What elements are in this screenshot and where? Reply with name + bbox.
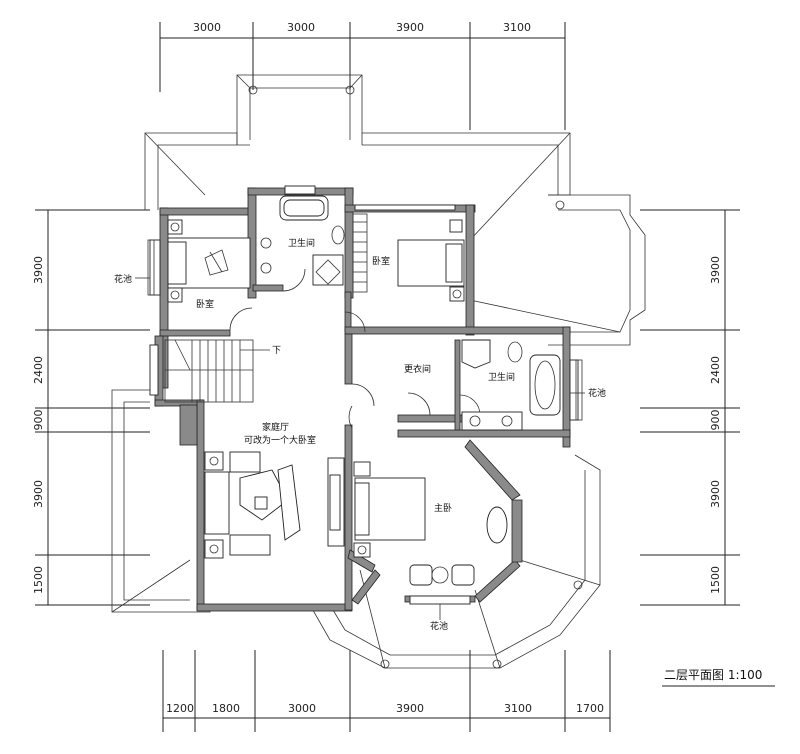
dim-bottom-1: 1200: [166, 702, 194, 715]
dim-left-2: 2400: [32, 356, 45, 384]
bottom-dimension-chain: 1200 1800 3000 3900 3100 1700: [162, 650, 611, 732]
dim-left-5: 1500: [32, 566, 45, 594]
windows: [149, 185, 579, 605]
label-family-hall: 家庭厅: [262, 421, 289, 433]
label-planter-left: 花池: [114, 273, 132, 285]
dim-top-4: 3100: [503, 21, 531, 34]
label-bath-right: 卫生间: [488, 371, 515, 383]
dim-right-3: 900: [709, 410, 722, 431]
dim-bottom-4: 3900: [396, 702, 424, 715]
dim-right-4: 3900: [709, 480, 722, 508]
label-family-hall-note: 可改为一个大卧室: [244, 434, 316, 446]
top-bath-fixtures: [260, 195, 345, 286]
dim-right-5: 1500: [709, 566, 722, 594]
dim-top-1: 3000: [193, 21, 221, 34]
walls: [154, 187, 571, 612]
left-dimension-chain: 3900 2400 900 3900 1500: [32, 209, 150, 606]
right-bedroom-furniture: [352, 213, 465, 302]
label-bedroom-left: 卧室: [196, 298, 214, 310]
drawing-title: 二层平面图 1:100: [664, 668, 762, 682]
right-bath-fixtures: [461, 339, 561, 431]
dim-bottom-6: 1700: [576, 702, 604, 715]
family-hall-furniture: [204, 451, 345, 559]
top-dimension-chain: 3000 3000 3900 3100: [159, 21, 566, 130]
dim-right-1: 3900: [709, 256, 722, 284]
dim-left-1: 3900: [32, 256, 45, 284]
label-bath-top: 卫生间: [288, 237, 315, 249]
label-master: 主卧: [434, 502, 452, 514]
dim-bottom-3: 3000: [288, 702, 316, 715]
doors: [229, 268, 481, 429]
label-planter-bottom: 花池: [430, 620, 448, 632]
staircase: [164, 339, 270, 403]
label-closet: 更衣间: [404, 363, 431, 375]
dim-left-3: 900: [32, 410, 45, 431]
right-dimension-chain: 3900 2400 900 3900 1500: [640, 209, 740, 606]
master-bedroom-furniture: [353, 461, 508, 586]
dim-bottom-2: 1800: [212, 702, 240, 715]
dim-left-4: 3900: [32, 480, 45, 508]
dim-bottom-5: 3100: [504, 702, 532, 715]
dim-top-2: 3000: [287, 21, 315, 34]
left-bedroom-furniture: [167, 219, 251, 303]
label-down: 下: [272, 346, 281, 356]
dim-right-2: 2400: [709, 356, 722, 384]
dim-top-3: 3900: [396, 21, 424, 34]
planters: [135, 239, 585, 620]
label-planter-right: 花池: [588, 387, 606, 399]
label-bedroom-right: 卧室: [372, 255, 390, 267]
